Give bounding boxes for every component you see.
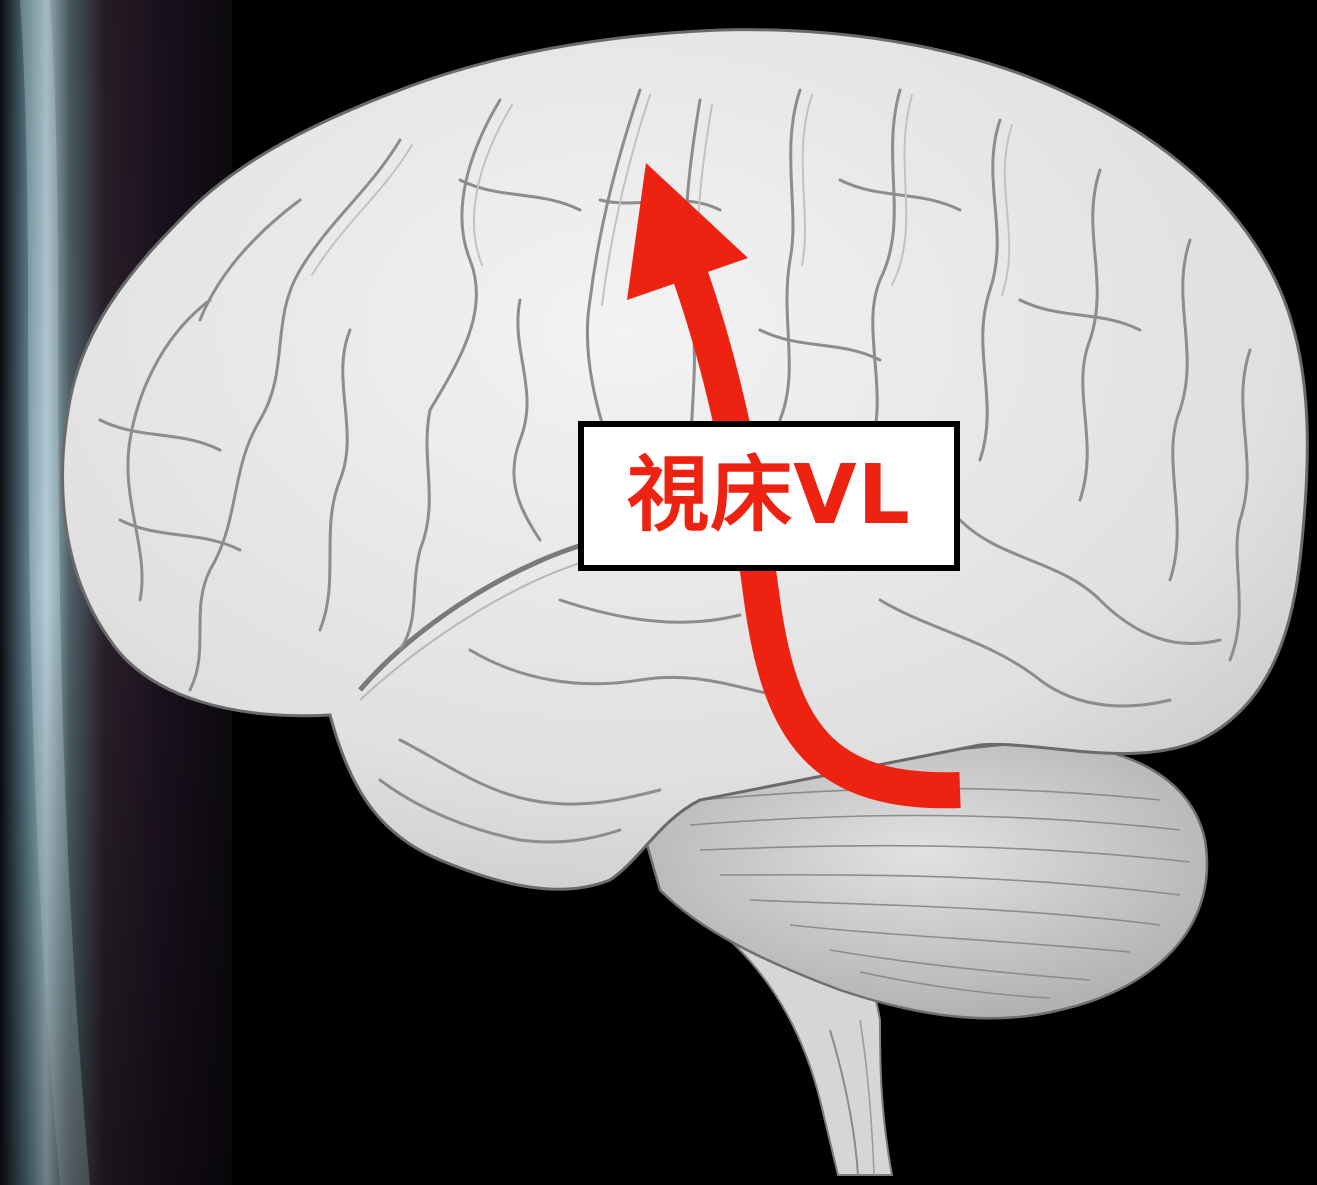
label-text: 視床VL — [627, 455, 911, 537]
label-box: 視床VL — [578, 421, 960, 571]
